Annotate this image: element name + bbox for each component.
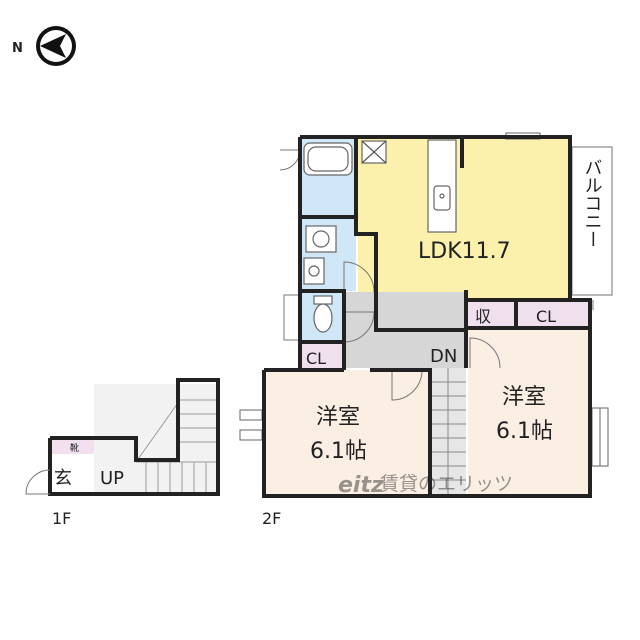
stairs-up-label: UP bbox=[100, 468, 124, 489]
shoebox-label: 靴 bbox=[70, 442, 79, 454]
door-swings bbox=[279, 149, 594, 401]
closet-ldk-label: CL bbox=[536, 307, 556, 326]
compass-arrow-icon bbox=[40, 34, 66, 58]
storage-label: 収 bbox=[475, 307, 491, 326]
walls-1f bbox=[48, 378, 220, 496]
entrance-label: 玄 bbox=[54, 468, 72, 489]
north-label: N bbox=[12, 41, 23, 56]
western-left-name: 洋室 bbox=[316, 405, 360, 430]
western-left-fill bbox=[264, 370, 430, 496]
north-compass: N bbox=[12, 26, 76, 66]
watermark: eitz 賃貸のエリッツ bbox=[338, 473, 513, 498]
walls-2f bbox=[262, 135, 592, 498]
floor-2f-label: 2F bbox=[262, 509, 281, 528]
closet-hall-fill bbox=[300, 342, 344, 370]
closet-ldk-fill bbox=[518, 300, 590, 328]
washing-machine-icon bbox=[305, 225, 337, 253]
western-right-name: 洋室 bbox=[502, 385, 546, 410]
toilet-icon bbox=[313, 295, 333, 333]
balcony-label: バルコニー bbox=[582, 158, 603, 248]
bathtub-icon bbox=[303, 142, 353, 176]
stairs-down-label: DN bbox=[430, 346, 457, 367]
western-left-size: 6.1帖 bbox=[310, 439, 367, 464]
washbasin-icon bbox=[303, 257, 325, 285]
entrance-door-swing bbox=[25, 469, 51, 495]
shoebox-fill bbox=[52, 440, 94, 454]
floor-1f-label: 1F bbox=[52, 509, 71, 528]
watermark-logo-icon: eitz bbox=[338, 473, 384, 498]
stair-treads-2f bbox=[430, 368, 466, 496]
watermark-text: 賃貸のエリッツ bbox=[380, 473, 513, 495]
balcony-fill bbox=[571, 146, 613, 296]
closet-hall-label: CL bbox=[306, 349, 326, 368]
ldk-label: LDK11.7 bbox=[418, 239, 511, 264]
kitchen-counter-icon bbox=[427, 139, 457, 233]
western-right-size: 6.1帖 bbox=[496, 419, 553, 444]
western-right-fill bbox=[468, 330, 590, 496]
storage-fill bbox=[468, 300, 516, 328]
fridge-space-icon bbox=[361, 140, 387, 164]
